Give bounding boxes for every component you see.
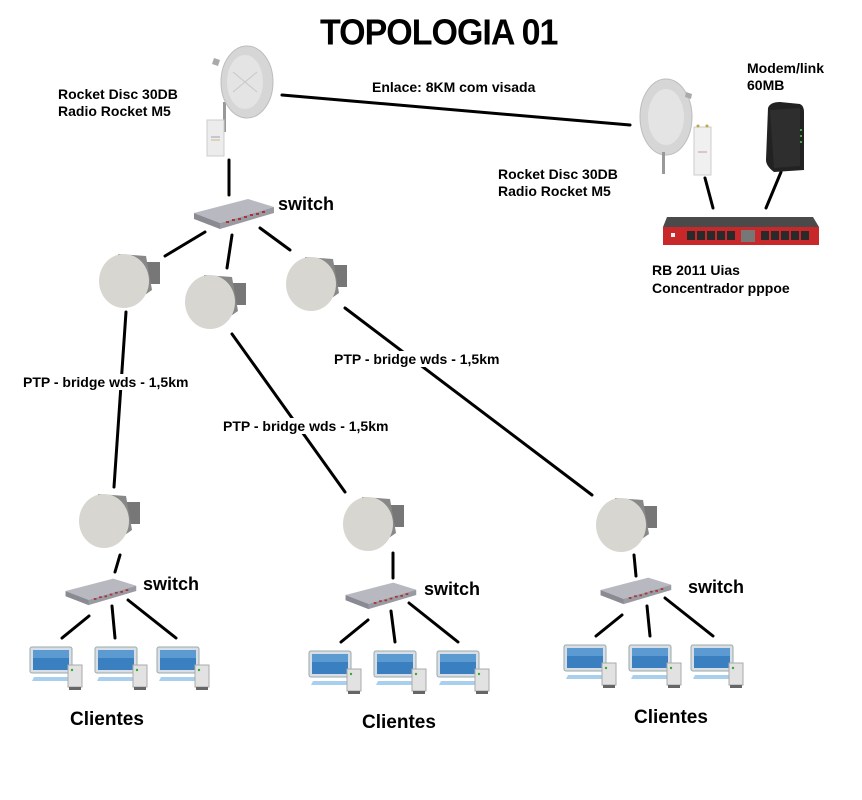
ptp-link-3 xyxy=(343,306,594,497)
diagram-title: TOPOLOGIA 01 xyxy=(320,13,558,53)
cpe-antenna-icon xyxy=(99,254,160,308)
client-computer-icon xyxy=(29,646,83,690)
router-icon xyxy=(663,217,819,245)
link-client-1c xyxy=(126,598,178,640)
client-computer-icon xyxy=(94,646,148,690)
link-switch-cpe1 xyxy=(163,230,207,258)
main-switch-label: switch xyxy=(278,194,335,214)
main-switch-icon xyxy=(194,199,274,229)
link-client-2c xyxy=(407,601,460,644)
client-computer-icon xyxy=(308,650,362,694)
ptp-label-3: PTP - bridge wds - 1,5km xyxy=(333,351,501,368)
link-client-1b xyxy=(110,604,117,640)
link-cpe-switch-1 xyxy=(113,553,122,574)
client-computer-icon xyxy=(690,644,744,688)
remote-cpe-antenna-icon xyxy=(79,494,140,548)
remote-cpe-antenna-icon xyxy=(596,498,657,552)
ptp-label-2: PTP - bridge wds - 1,5km xyxy=(222,418,390,435)
branch-switch-icon xyxy=(600,577,672,605)
branch-3-switch-label: switch xyxy=(688,577,745,597)
link-modem-router xyxy=(764,170,783,210)
link-radio-router xyxy=(703,176,715,210)
cpe-antenna-icon xyxy=(185,275,246,329)
link-client-2a xyxy=(339,618,370,644)
right-dish-antenna-icon xyxy=(639,78,712,176)
backbone-link xyxy=(280,93,632,127)
modem-label-1: Modem/link xyxy=(747,60,825,76)
branch-switch-icon xyxy=(65,578,137,606)
link-client-3c xyxy=(663,596,715,638)
left-dish-antenna-icon xyxy=(206,45,274,157)
branch-1-switch-label: switch xyxy=(143,574,200,594)
right-tower-label-2: Radio Rocket M5 xyxy=(498,183,611,199)
link-client-3b xyxy=(645,604,652,638)
link-client-1a xyxy=(60,614,91,640)
branch-1-clients-label: Clientes xyxy=(70,709,144,730)
router-label-2: Concentrador pppoe xyxy=(652,280,790,296)
client-computer-icon xyxy=(156,646,210,690)
ptp-link-2 xyxy=(230,332,347,494)
link-switch-cpe2 xyxy=(225,233,234,270)
link-cpe-switch-3 xyxy=(632,553,638,578)
ptp-label-1: PTP - bridge wds - 1,5km xyxy=(22,374,190,391)
client-computer-icon xyxy=(373,650,427,694)
link-client-3a xyxy=(594,613,624,638)
modem-label-2: 60MB xyxy=(747,77,785,93)
branch-3-clients-label: Clientes xyxy=(634,707,708,728)
branch-switch-icon xyxy=(345,582,417,610)
left-tower-label-1: Rocket Disc 30DB xyxy=(58,86,178,102)
link-switch-cpe3 xyxy=(258,226,292,252)
left-tower-label-2: Radio Rocket M5 xyxy=(58,103,171,119)
ptp-link-1 xyxy=(112,310,128,489)
modem-icon xyxy=(766,102,804,172)
backbone-link-label: Enlace: 8KM com visada xyxy=(372,79,536,95)
client-computer-icon xyxy=(563,644,617,688)
client-computer-icon xyxy=(628,644,682,688)
branch-2-clients-label: Clientes xyxy=(362,712,436,733)
link-client-2b xyxy=(389,609,397,644)
router-label-1: RB 2011 Uias xyxy=(652,262,740,278)
cpe-antenna-icon xyxy=(286,257,347,311)
remote-cpe-antenna-icon xyxy=(343,497,404,551)
branch-2-switch-label: switch xyxy=(424,579,481,599)
right-tower-label-1: Rocket Disc 30DB xyxy=(498,166,618,182)
client-computer-icon xyxy=(436,650,490,694)
